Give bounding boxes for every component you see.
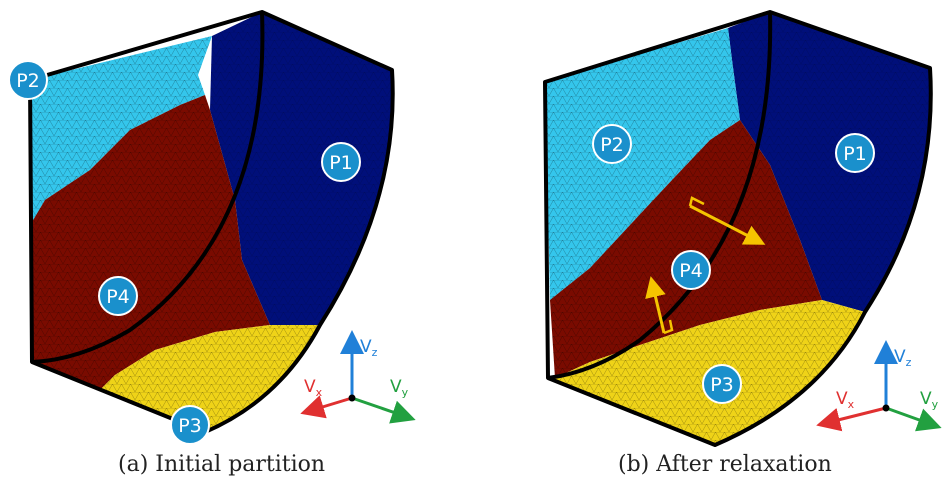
vz-label: Vz (360, 337, 378, 359)
badge-p2: P2 (592, 124, 632, 164)
svg-text:P3: P3 (178, 415, 202, 437)
svg-text:P1: P1 (329, 152, 353, 174)
svg-text:P4: P4 (679, 260, 703, 282)
vx-label: Vx (836, 389, 855, 411)
badge-p2: P2 (8, 60, 48, 100)
relaxation-arrow-up (645, 276, 674, 335)
vy-axis-arrow (351, 396, 416, 424)
panel-b-after-relaxation: P2 P1 P4 P3 Vz Vx Vy (543, 10, 942, 447)
svg-text:P3: P3 (710, 374, 734, 396)
geometry-edges-b (543, 10, 933, 447)
badge-p4: P4 (98, 276, 138, 316)
panel-a-initial-partition: P2 P1 P4 P3 Vz Vx Vy (8, 10, 416, 445)
axis-triad-b: Vz Vx Vy (816, 340, 942, 432)
axis-triad-a: Vz Vx Vy (300, 330, 416, 424)
badge-p1: P1 (835, 133, 875, 173)
vy-label: Vy (920, 389, 939, 411)
vx-axis-arrow (816, 406, 887, 432)
svg-text:P2: P2 (16, 70, 40, 92)
badge-p3: P3 (702, 364, 742, 404)
geometry-edges-a (28, 10, 395, 434)
vy-axis-arrow (885, 406, 942, 432)
badge-p1: P1 (321, 142, 361, 182)
badge-p4: P4 (671, 250, 711, 290)
vy-label: Vy (390, 377, 409, 399)
svg-text:P1: P1 (843, 143, 867, 165)
vx-axis-arrow (300, 395, 353, 419)
caption-initial-partition: (a) Initial partition (118, 452, 326, 477)
vz-label: Vz (894, 347, 912, 369)
svg-text:P4: P4 (106, 286, 130, 308)
relaxation-arrow-right (688, 196, 766, 245)
vx-label: Vx (304, 377, 323, 399)
caption-after-relaxation: (b) After relaxation (618, 452, 832, 477)
badge-p3: P3 (170, 405, 210, 445)
svg-text:P2: P2 (600, 134, 624, 156)
